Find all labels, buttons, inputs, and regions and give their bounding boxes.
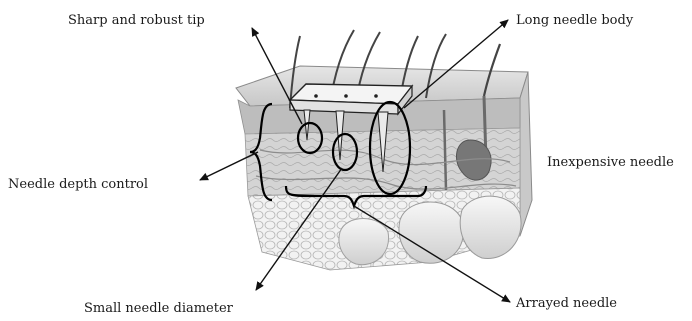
label-tip: Sharp and robust tip — [68, 13, 205, 28]
label-array: Arrayed needle — [515, 296, 617, 311]
label-diameter: Small needle diameter — [84, 301, 234, 316]
label-depth: Needle depth control — [8, 177, 148, 192]
label-cost: Inexpensive needle — [547, 155, 674, 170]
label-body: Long needle body — [516, 13, 634, 28]
